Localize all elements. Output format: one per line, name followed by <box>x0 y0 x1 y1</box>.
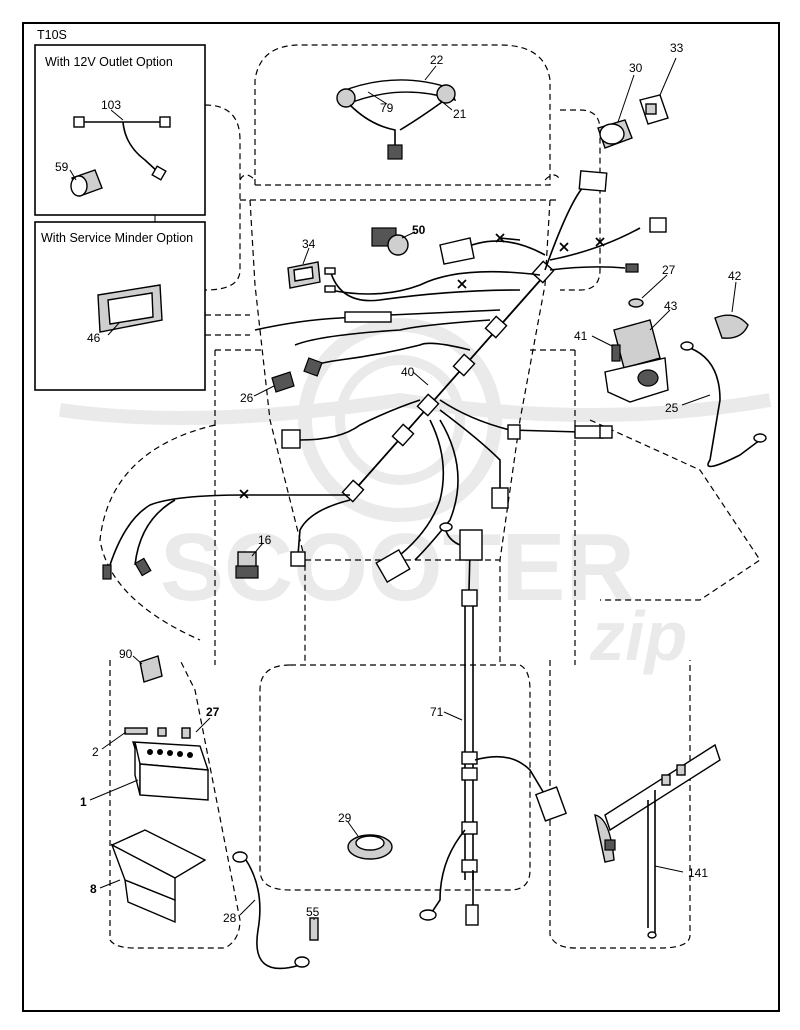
service-minder <box>97 284 163 333</box>
diagram-frame <box>22 22 780 1012</box>
label-part-71: 71 <box>430 705 444 719</box>
cable-28 <box>232 851 319 970</box>
label-part-33: 33 <box>670 41 684 55</box>
label-part-8: 8 <box>90 882 97 896</box>
grommet-29 <box>347 834 393 860</box>
option-box-12v-title: With 12V Outlet Option <box>45 55 173 69</box>
label-part-43: 43 <box>664 299 678 313</box>
main-harness <box>102 170 667 583</box>
option-box-12v <box>34 44 206 216</box>
ignition-switch <box>597 94 669 149</box>
option-box-service-minder <box>34 221 206 391</box>
option-box-service-minder-title: With Service Minder Option <box>41 231 193 245</box>
label-part-40: 40 <box>401 365 415 379</box>
label-part-25: 25 <box>665 401 679 415</box>
headlight-assembly <box>336 79 457 160</box>
label-part-21: 21 <box>453 107 467 121</box>
label-part-22: 22 <box>430 53 444 67</box>
label-part-59: 59 <box>55 160 69 174</box>
part-labels: 22 79 21 33 30 103 59 50 34 27 42 43 41 … <box>55 41 742 925</box>
label-part-29: 29 <box>338 811 352 825</box>
safety-switch-141 <box>594 743 721 939</box>
label-part-55: 55 <box>306 905 320 919</box>
outlet-harness <box>70 116 171 197</box>
tractor-outline <box>99 44 761 949</box>
label-part-90: 90 <box>119 647 133 661</box>
label-part-27: 27 <box>662 263 676 277</box>
watermark-suffix: zip <box>589 597 687 675</box>
label-part-16: 16 <box>258 533 272 547</box>
label-part-46: 46 <box>87 331 101 345</box>
label-part-28: 28 <box>223 911 237 925</box>
battery <box>124 727 210 801</box>
part-90 <box>139 655 163 683</box>
label-part-50: 50 <box>412 223 426 237</box>
harness-71 <box>419 522 568 926</box>
relay-16 <box>235 551 259 579</box>
label-part-1: 1 <box>80 795 87 809</box>
label-part-141: 141 <box>688 866 708 880</box>
label-part-2: 2 <box>92 745 99 759</box>
leader-lines <box>69 57 737 920</box>
label-part-26: 26 <box>240 391 254 405</box>
solenoid-assembly <box>604 298 767 468</box>
battery-tray <box>110 829 207 924</box>
switch-34 <box>287 261 321 289</box>
label-part-42: 42 <box>728 269 742 283</box>
label-part-41: 41 <box>574 329 588 343</box>
label-part-27-b: 27 <box>206 705 220 719</box>
diagram-code: T10S <box>37 28 67 42</box>
label-part-34: 34 <box>302 237 316 251</box>
label-part-79: 79 <box>380 101 394 115</box>
label-part-103: 103 <box>101 98 121 112</box>
relay-50 <box>371 227 475 265</box>
fuse-26 <box>271 371 295 393</box>
label-part-30: 30 <box>629 61 643 75</box>
